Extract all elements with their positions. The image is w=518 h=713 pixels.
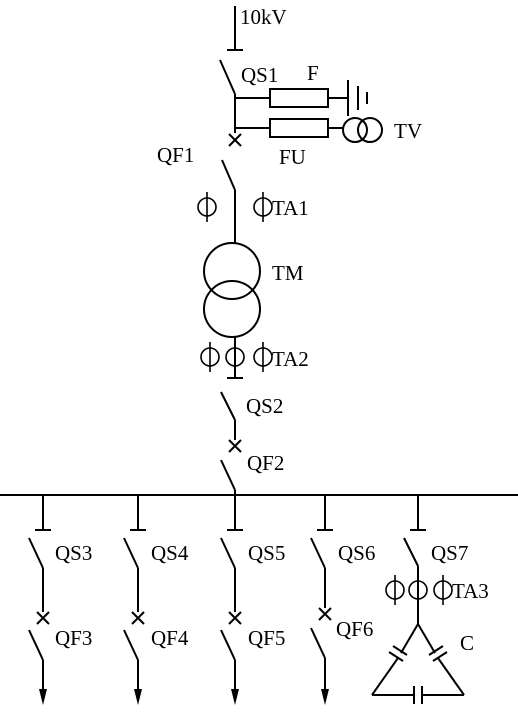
tv-label: TV <box>394 119 422 143</box>
vt-branch: TV FU <box>235 117 422 169</box>
disconnector-qs1: QS1 <box>219 59 278 133</box>
fuse-fu <box>269 118 329 138</box>
breaker-qf2: QF2 <box>220 439 284 495</box>
qs7-label: QS7 <box>431 541 468 565</box>
ta1-label: TA1 <box>272 196 309 220</box>
feeder-qs3-qf3: QS3 QF3 <box>28 495 92 705</box>
qf6-label: QF6 <box>336 617 373 641</box>
fuse-f <box>269 88 329 108</box>
c-label: C <box>460 631 474 655</box>
feeder-qs4-qf4: QS4 QF4 <box>123 495 189 705</box>
feeder-qs7-capacitor: QS7 TA3 C <box>371 495 489 704</box>
qf4-label: QF4 <box>151 626 189 650</box>
ta3-label: TA3 <box>452 579 489 603</box>
qf1-label: QF1 <box>157 143 194 167</box>
feeder-arrow <box>321 689 329 705</box>
tm-primary-winding <box>203 242 261 300</box>
f-label: F <box>307 61 319 85</box>
tv-winding-2 <box>357 117 383 143</box>
capacitor-bank <box>371 623 465 704</box>
qs5-label: QS5 <box>248 541 285 565</box>
feeder-qs6-qf6: QS6 QF6 <box>310 495 375 705</box>
current-transformer-ta1: TA1 <box>197 192 309 222</box>
qs3-label: QS3 <box>55 541 92 565</box>
feeder-arrow <box>39 689 47 705</box>
qs6-label: QS6 <box>338 541 375 565</box>
breaker-qf1: QF1 <box>157 133 242 244</box>
arrester-branch-f: F <box>235 61 368 116</box>
feeder-arrow <box>134 689 142 705</box>
qf5-label: QF5 <box>248 626 285 650</box>
qf3-label: QF3 <box>55 626 92 650</box>
tm-secondary-winding <box>203 280 261 338</box>
power-transformer-tm: TM <box>203 242 304 378</box>
feeder-qs5-qf5: QS5 QF5 <box>220 495 285 705</box>
tm-label: TM <box>272 261 304 285</box>
fu-label: FU <box>279 145 306 169</box>
qs1-label: QS1 <box>241 63 278 87</box>
feeder-arrow <box>231 689 239 705</box>
ta2-label: TA2 <box>272 347 309 371</box>
current-transformer-ta2: TA2 <box>200 342 309 372</box>
disconnector-qs2: QS2 <box>220 377 283 440</box>
supply-label: 10kV <box>240 5 287 29</box>
qs2-label: QS2 <box>246 394 283 418</box>
tv-winding-1 <box>342 117 368 143</box>
qf2-label: QF2 <box>247 451 284 475</box>
supply-feed: 10kV <box>227 5 287 51</box>
qs4-label: QS4 <box>151 541 189 565</box>
